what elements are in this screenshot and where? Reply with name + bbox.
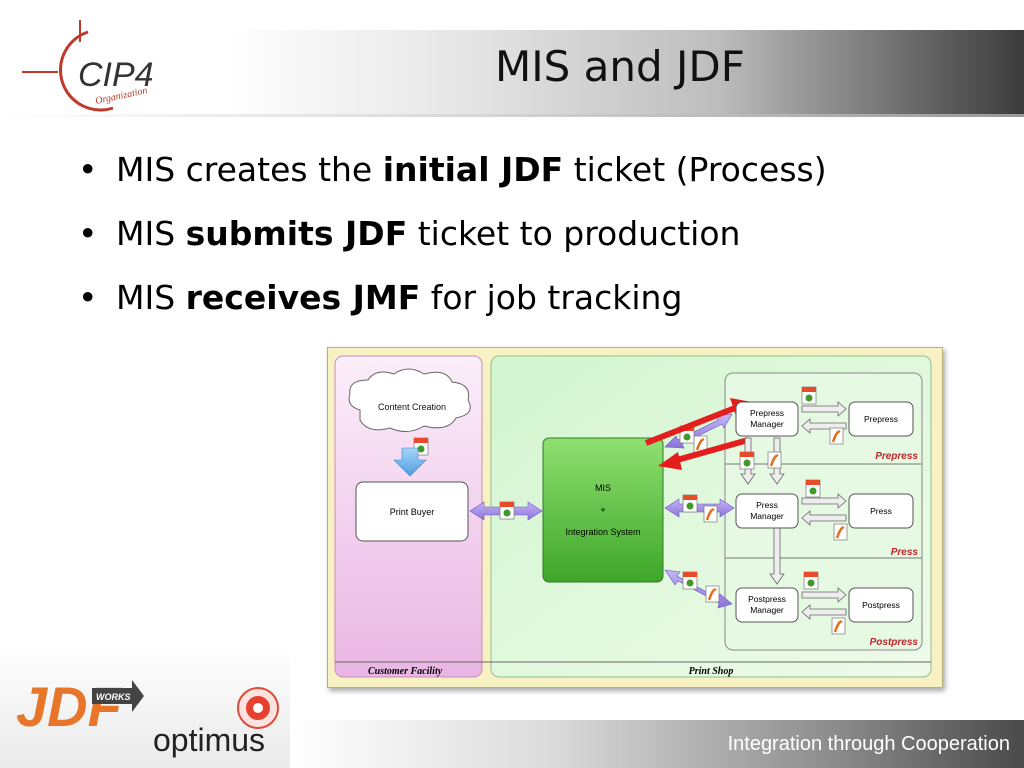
postpress-manager-box [735, 587, 799, 623]
press-box [848, 493, 914, 529]
mis-box [542, 437, 664, 583]
optimus-logo-icon [237, 687, 279, 729]
jdf-document-icon [803, 571, 819, 590]
footer-band [290, 720, 1024, 768]
bullet-item: •MIS receives JMF for job tracking [78, 278, 683, 317]
prepress-manager-box [735, 401, 799, 437]
customer-facility-label: Customer Facility [368, 666, 443, 677]
postpress-manager-label: Postpress [748, 594, 786, 604]
footer-tagline: Integration through Cooperation [727, 733, 1010, 755]
left-arrow-icon [801, 510, 847, 526]
jmf-document-icon [766, 450, 783, 470]
bullet-item: •MIS creates the initial JDF ticket (Pro… [78, 150, 827, 189]
right-arrow-icon [801, 493, 847, 509]
prepress-manager-label: Manager [750, 419, 784, 429]
lane-label-press: Press [891, 547, 919, 558]
press-manager-label: Press [756, 500, 778, 510]
jmf-document-icon [830, 616, 847, 636]
mis-press-arrow [664, 498, 735, 518]
bullet-list: •MIS creates the initial JDF ticket (Pro… [78, 150, 827, 342]
print-buyer-label: Print Buyer [390, 507, 435, 517]
jdf-document-icon [805, 479, 821, 498]
down-arrow-icon [769, 527, 785, 585]
prepress-manager-label: Prepress [750, 408, 784, 418]
prepress-label: Prepress [864, 414, 898, 424]
postpress-manager-label: Manager [750, 605, 784, 615]
lane-label-prepress: Prepress [875, 451, 918, 462]
jdf-document-icon [739, 451, 755, 470]
jdf-document-icon [682, 571, 698, 590]
postpress-box [848, 587, 914, 623]
right-arrow-icon [801, 401, 847, 417]
workflow-diagram: Prepress Press Postpress Content Creatio… [327, 347, 943, 688]
mis-plus-label: + [600, 505, 605, 515]
print-buyer-box [355, 481, 469, 542]
title-band [0, 30, 1024, 117]
left-arrow-icon [801, 604, 847, 620]
prepress-box [848, 401, 914, 437]
svg-text:CIP4: CIP4 [78, 56, 154, 94]
jmf-document-icon [828, 426, 845, 446]
right-arrow-icon [801, 587, 847, 603]
print-shop-label: Print Shop [689, 666, 734, 677]
content-creation-label: Content Creation [378, 402, 446, 412]
jmf-document-icon [704, 584, 721, 604]
jdf-works-logo: JDF WORKS [16, 675, 144, 738]
down-arrow-icon [393, 447, 427, 477]
jmf-document-icon [832, 522, 849, 542]
svg-text:WORKS: WORKS [96, 692, 131, 702]
page-title: MIS and JDF [495, 42, 745, 91]
jmf-document-icon [702, 504, 719, 524]
mis-label: MIS [595, 483, 611, 493]
press-label: Press [870, 506, 892, 516]
content-creation-cloud [348, 368, 471, 432]
bullet-item: •MIS submits JDF ticket to production [78, 214, 741, 253]
press-manager-label: Manager [750, 511, 784, 521]
cip4-logo: CIP4 Organization [22, 20, 154, 112]
jdf-document-icon [682, 494, 698, 513]
lane-label-postpress: Postpress [870, 637, 919, 648]
integration-system-label: Integration System [565, 527, 640, 537]
jdf-document-icon [499, 501, 515, 520]
red-receive-arrow [658, 452, 682, 470]
jdf-document-icon [801, 386, 817, 405]
postpress-label: Postpress [862, 600, 900, 610]
svg-text:JDF: JDF [16, 675, 124, 738]
optimus-logo-text: optimus [153, 722, 266, 758]
press-manager-box [735, 493, 799, 529]
